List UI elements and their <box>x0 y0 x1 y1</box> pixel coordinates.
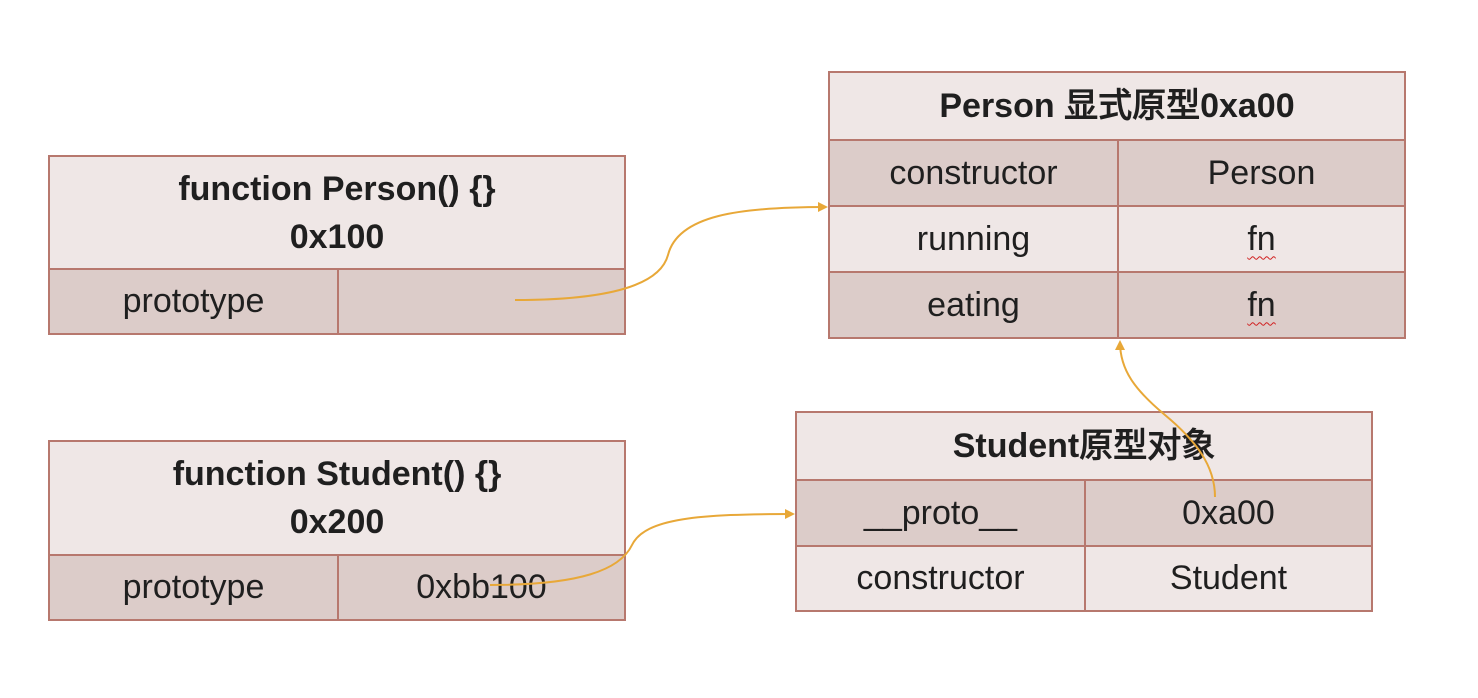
person-function-title: function Person() {} 0x100 <box>50 157 624 270</box>
person-prototype-row-running: running fn <box>830 207 1404 273</box>
student-prototype-proto-key: __proto__ <box>797 481 1086 545</box>
person-prototype-eating-key: eating <box>830 273 1119 337</box>
person-prototype-row-constructor: constructor Person <box>830 141 1404 207</box>
person-prototype-constructor-key: constructor <box>830 141 1119 205</box>
student-function-row-prototype: prototype 0xbb100 <box>50 556 624 619</box>
student-function-box: function Student() {} 0x200 prototype 0x… <box>48 440 626 621</box>
person-prototype-row-eating: eating fn <box>830 273 1404 337</box>
person-prototype-running-value: fn <box>1119 207 1404 271</box>
person-prototype-box: Person 显式原型0xa00 constructor Person runn… <box>828 71 1406 339</box>
person-function-row-prototype: prototype <box>50 270 624 333</box>
student-prototype-proto-value: 0xa00 <box>1182 493 1275 532</box>
person-prototype-running-fn: fn <box>1247 219 1276 258</box>
student-prototype-row-proto: __proto__ 0xa00 <box>797 481 1371 547</box>
student-prototype-constructor-key: constructor <box>797 547 1086 610</box>
student-prototype-box: Student原型对象 __proto__ 0xa00 constructor … <box>795 411 1373 612</box>
student-prototype-constructor-value: Student <box>1169 559 1288 597</box>
student-function-prototype-value: 0xbb100 <box>416 568 547 606</box>
person-function-prototype-key: prototype <box>50 270 339 333</box>
person-function-prototype-value <box>339 270 624 333</box>
student-prototype-title: Student原型对象 <box>797 413 1371 481</box>
student-function-address: 0x200 <box>289 503 385 541</box>
person-prototype-eating-value: fn <box>1119 273 1404 337</box>
student-function-title: function Student() {} 0x200 <box>50 442 624 556</box>
student-prototype-row-constructor: constructor Student <box>797 547 1371 610</box>
person-function-address: 0x100 <box>289 217 385 256</box>
person-prototype-constructor-value: Person <box>1207 153 1316 192</box>
person-function-box: function Person() {} 0x100 prototype <box>48 155 626 335</box>
student-function-prototype-key: prototype <box>50 556 339 619</box>
person-prototype-title: Person 显式原型0xa00 <box>830 73 1404 141</box>
student-function-name: function Student() {} <box>172 455 502 493</box>
person-prototype-eating-fn: fn <box>1247 285 1276 324</box>
person-function-name: function Person() {} <box>178 169 496 208</box>
person-prototype-running-key: running <box>830 207 1119 271</box>
